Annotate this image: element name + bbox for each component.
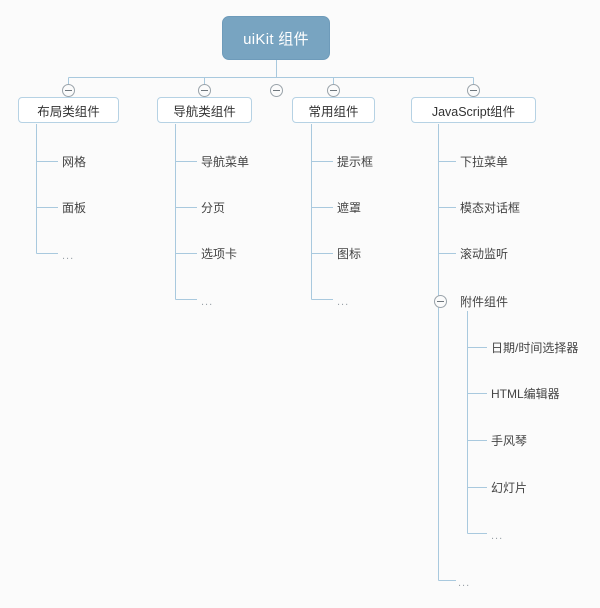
leaf-label[interactable]: 下拉菜单 [460, 155, 509, 169]
leaf-label[interactable]: 面板 [62, 201, 87, 215]
subbranch-label-attachment[interactable]: 附件组件 [460, 295, 509, 309]
leaf-label[interactable]: 遮罩 [337, 201, 362, 215]
leaf-label[interactable]: 滚动监听 [460, 247, 509, 261]
branch-collapse-toggle-icon-javascript[interactable] [467, 84, 480, 97]
branch-node-common[interactable]: 常用组件 [292, 97, 375, 123]
leaf-label[interactable]: 图标 [337, 247, 362, 261]
leaf-label-ellipsis[interactable]: ... [458, 577, 471, 589]
leaf-label[interactable]: 手风琴 [491, 434, 528, 448]
leaf-label[interactable]: 日期/时间选择器 [491, 341, 579, 355]
leaf-label[interactable]: 模态对话框 [460, 201, 521, 215]
branch-node-javascript[interactable]: JavaScript组件 [411, 97, 536, 123]
branch-node-layout[interactable]: 布局类组件 [18, 97, 119, 123]
root-collapse-toggle-icon[interactable] [270, 84, 283, 97]
branch-collapse-toggle-icon-common[interactable] [327, 84, 340, 97]
branch-collapse-toggle-icon-navigation[interactable] [198, 84, 211, 97]
leaf-label-ellipsis[interactable]: ... [201, 296, 214, 308]
leaf-label[interactable]: 幻灯片 [491, 481, 528, 495]
leaf-label-ellipsis[interactable]: ... [491, 530, 504, 542]
branch-collapse-toggle-icon-layout[interactable] [62, 84, 75, 97]
leaf-label[interactable]: HTML编辑器 [491, 387, 560, 401]
leaf-label[interactable]: 网格 [62, 155, 87, 169]
leaf-label[interactable]: 提示框 [337, 155, 374, 169]
leaf-label[interactable]: 选项卡 [201, 247, 238, 261]
root-node[interactable]: uiKit 组件 [222, 16, 330, 60]
leaf-label-ellipsis[interactable]: ... [62, 250, 75, 262]
branch-node-navigation[interactable]: 导航类组件 [157, 97, 252, 123]
leaf-label[interactable]: 分页 [201, 201, 226, 215]
subbranch-collapse-toggle-icon-attachment[interactable] [434, 295, 447, 308]
leaf-label[interactable]: 导航菜单 [201, 155, 250, 169]
leaf-label-ellipsis[interactable]: ... [337, 296, 350, 308]
